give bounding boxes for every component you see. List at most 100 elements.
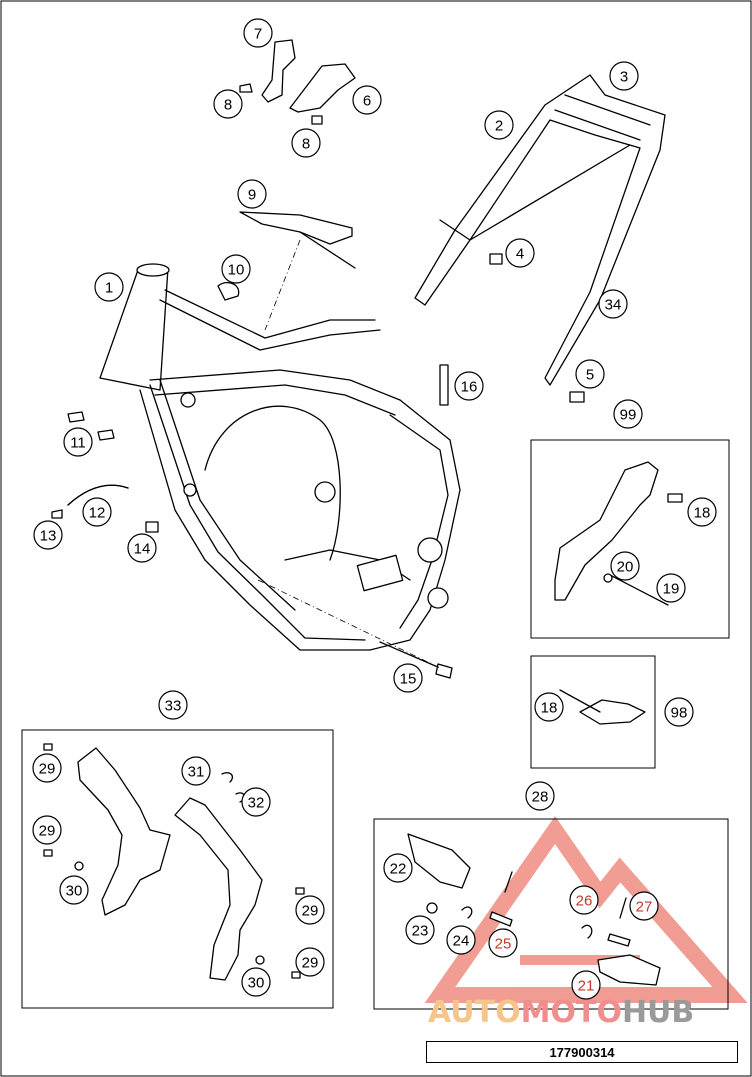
callout-number: 7 [254, 26, 262, 43]
callout-circle [484, 110, 514, 140]
callout-number: 30 [66, 883, 83, 900]
callout-circle [488, 928, 518, 958]
callout-circle [158, 690, 188, 720]
callout-18: 18 [534, 692, 564, 722]
callout-number: 6 [363, 93, 371, 110]
callout-circle [383, 853, 413, 883]
callout-number: 20 [617, 559, 634, 576]
callout-number: 2 [495, 118, 503, 135]
callouts-layer: 1234567889101112131415169918201934981833… [32, 18, 717, 1000]
watermark-text: AUTOMOTOHUB [428, 993, 748, 1033]
callout-circle [525, 781, 555, 811]
callout-circle [571, 970, 601, 1000]
callout-number: 27 [636, 899, 653, 916]
callout-circle [243, 18, 273, 48]
group-box-33 [21, 729, 334, 1009]
watermark-hub: HUB [621, 995, 695, 1030]
callout-number: 14 [134, 541, 151, 558]
callout-number: 8 [302, 136, 310, 153]
callout-number: 25 [495, 936, 512, 953]
group-box-98 [530, 655, 656, 769]
callout-12: 12 [82, 497, 112, 527]
callout-circle [534, 692, 564, 722]
callout-18: 18 [687, 497, 717, 527]
callout-circle [291, 128, 321, 158]
callout-8: 8 [291, 128, 321, 158]
group-box-99 [530, 439, 730, 639]
callout-circle [32, 753, 62, 783]
callout-20: 20 [610, 551, 640, 581]
callout-28: 28 [525, 781, 555, 811]
bracket-assembly-99 [554, 461, 683, 606]
callout-circle [241, 787, 271, 817]
callout-circle [454, 371, 484, 401]
callout-circle [352, 85, 382, 115]
callout-23: 23 [405, 915, 435, 945]
callout-number: 23 [412, 923, 429, 940]
callout-number: 30 [248, 975, 265, 992]
callout-circle [221, 254, 251, 284]
callout-number: 15 [400, 671, 417, 688]
callout-9: 9 [237, 179, 267, 209]
callout-number: 29 [39, 761, 56, 778]
callout-7: 7 [243, 18, 273, 48]
callout-number: 33 [165, 698, 182, 715]
group-box-28 [373, 818, 729, 1010]
callout-number: 24 [453, 933, 470, 950]
callout-circle [181, 756, 211, 786]
callout-circle [405, 915, 435, 945]
callout-number: 10 [228, 262, 245, 279]
callout-circle [446, 925, 476, 955]
callout-29: 29 [295, 947, 325, 977]
callout-13: 13 [33, 520, 63, 550]
callout-31: 31 [181, 756, 211, 786]
callout-25: 25 [488, 928, 518, 958]
callout-number: 1 [105, 280, 113, 297]
callout-number: 31 [188, 764, 205, 781]
watermark-auto: AUTO [428, 995, 521, 1030]
drawing-code: 177900314 [549, 1044, 615, 1060]
callout-33: 33 [158, 690, 188, 720]
callout-number: 18 [694, 505, 711, 522]
watermark-moto: MOTO [520, 995, 622, 1030]
callout-circle [295, 947, 325, 977]
callout-circle [505, 238, 535, 268]
callout-29: 29 [32, 753, 62, 783]
callout-21: 21 [571, 970, 601, 1000]
callout-circle [241, 967, 271, 997]
callout-circle [569, 885, 599, 915]
callout-99: 99 [613, 399, 643, 429]
callout-number: 29 [39, 823, 56, 840]
callout-number: 16 [461, 379, 478, 396]
callout-number: 32 [248, 795, 265, 812]
callout-circle [393, 663, 423, 693]
callout-circle [598, 289, 628, 319]
callout-5: 5 [575, 359, 605, 389]
callout-number: 12 [89, 505, 106, 522]
callout-number: 98 [671, 705, 688, 722]
small-parts [51, 253, 585, 679]
callout-number: 34 [605, 297, 622, 314]
callout-number: 3 [620, 69, 628, 86]
callout-number: 19 [663, 581, 680, 598]
callout-number: 29 [302, 955, 319, 972]
drawing-code-box: 177900314 [426, 1041, 738, 1063]
frame-part [99, 263, 461, 651]
callout-32: 32 [241, 787, 271, 817]
callout-circle [82, 497, 112, 527]
callout-number: 21 [578, 978, 595, 995]
callout-27: 27 [629, 891, 659, 921]
callout-circle [687, 497, 717, 527]
frame-guard-parts [43, 743, 305, 981]
callout-number: 99 [620, 407, 637, 424]
callout-number: 13 [40, 528, 57, 545]
callout-circle [295, 895, 325, 925]
callout-26: 26 [569, 885, 599, 915]
callout-circle [127, 533, 157, 563]
callout-14: 14 [127, 533, 157, 563]
callout-number: 22 [390, 861, 407, 878]
callout-4: 4 [505, 238, 535, 268]
footpeg-parts [407, 833, 661, 986]
callout-number: 8 [224, 97, 232, 114]
callout-number: 5 [586, 367, 594, 384]
